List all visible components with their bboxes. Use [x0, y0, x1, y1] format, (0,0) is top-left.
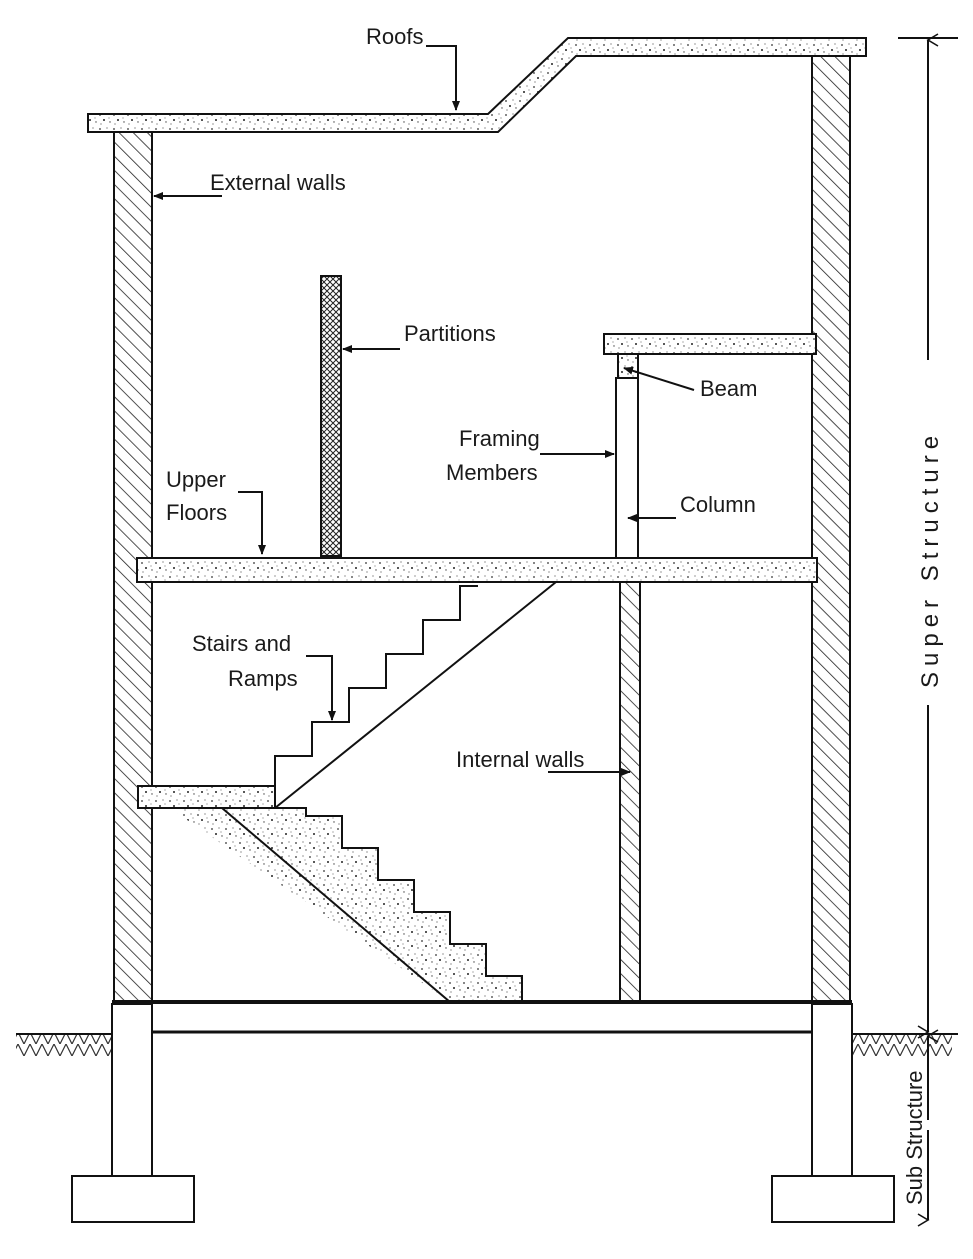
beam-arrow: [623, 366, 695, 391]
column: [615, 377, 639, 559]
stairs-landing: [137, 785, 276, 809]
beam-label: Beam: [700, 376, 757, 401]
roof-slab: [87, 37, 867, 133]
foundation-column-right: [811, 1003, 853, 1177]
sub-structure-label: Sub Structure: [902, 1070, 927, 1205]
upper-floor-slab: [136, 557, 818, 583]
beam-slab: [603, 333, 817, 355]
framing-members-label-line2: Members: [446, 460, 538, 485]
upper-floors-label-line1: Upper: [166, 467, 226, 492]
internal-walls-label: Internal walls: [456, 747, 584, 772]
roofs-arrow: [426, 45, 460, 111]
column-label: Column: [680, 492, 756, 517]
ground-hatch-left: [16, 1034, 112, 1056]
footing-left: [71, 1175, 195, 1223]
framing-members-label-line1: Framing: [459, 426, 540, 451]
stairs-and-ramps-arrow: [306, 655, 336, 721]
roofs-label: Roofs: [366, 24, 423, 49]
foundation-column-left: [111, 1003, 153, 1177]
partition-wall: [320, 275, 342, 557]
footing-right: [771, 1175, 895, 1223]
internal-wall: [619, 581, 641, 1003]
ground-hatch-right: [852, 1034, 952, 1056]
upper-floors-arrow: [238, 491, 266, 555]
stairs-lower-flight: [137, 785, 523, 1003]
external-wall-right: [811, 55, 851, 1003]
super-structure-label: Super Structure: [917, 430, 944, 688]
stairs-and-ramps-label-line1: Stairs and: [192, 631, 291, 656]
upper-floors-label-line2: Floors: [166, 500, 227, 525]
stairs-upper-flight: [274, 581, 557, 809]
beam: [617, 353, 639, 379]
external-walls-label: External walls: [210, 170, 346, 195]
stairs-and-ramps-label-line2: Ramps: [228, 666, 298, 691]
partitions-label: Partitions: [404, 321, 496, 346]
